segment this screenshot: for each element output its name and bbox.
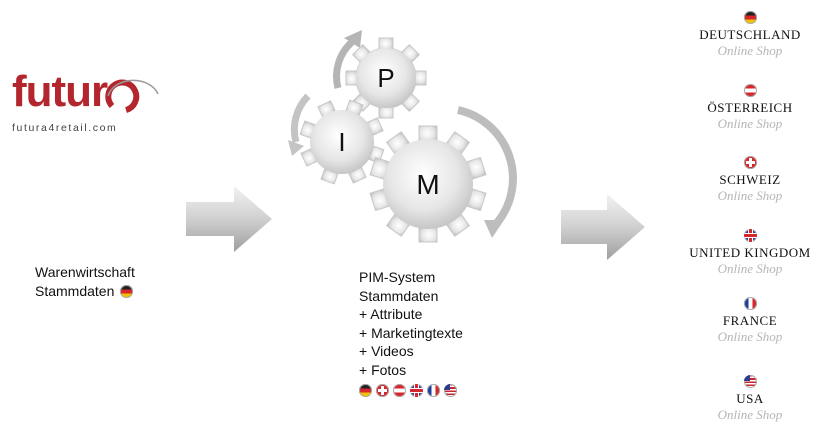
- erp-label: Warenwirtschaft Stammdaten: [35, 263, 135, 301]
- france-flag-icon: [427, 384, 440, 397]
- germany-flag-icon: [359, 384, 372, 397]
- pim-line: + Fotos: [359, 361, 407, 378]
- gear-p-icon: P: [345, 37, 427, 119]
- shop-usa: USA Online Shop: [675, 375, 817, 423]
- shop-france: FRANCE Online Shop: [675, 297, 817, 345]
- shop-switzerland: SCHWEIZ Online Shop: [675, 156, 817, 204]
- futura-logo: futur futura4retail.com: [10, 66, 160, 146]
- shop-country: USA: [736, 391, 764, 406]
- logo-ring-icon: [105, 79, 159, 113]
- gear-i-icon: I: [299, 99, 385, 185]
- gear-p-letter: P: [377, 63, 394, 93]
- germany-flag-icon: [743, 11, 757, 24]
- shop-subtitle: Online Shop: [717, 188, 783, 203]
- uk-flag-icon: [410, 384, 423, 397]
- right-arrow-icon: [561, 194, 645, 260]
- france-flag-icon: [743, 297, 757, 310]
- cycle-arrow-right: [457, 106, 517, 227]
- gear-i-letter: I: [338, 127, 345, 157]
- austria-flag-icon: [393, 384, 406, 397]
- pim-gears-diagram: P I M: [288, 30, 517, 243]
- cycle-arrow-left: [290, 93, 311, 143]
- germany-flag-icon: [120, 285, 134, 298]
- pim-line: PIM-System: [359, 269, 436, 285]
- right-arrow-icon: [186, 186, 272, 252]
- shop-subtitle: Online Shop: [717, 43, 783, 58]
- pim-description: PIM-System Stammdaten + Attribute + Mark…: [359, 268, 463, 379]
- shop-country: SCHWEIZ: [719, 172, 781, 187]
- usa-flag-icon: [743, 375, 757, 388]
- pim-line: + Marketingtexte: [359, 324, 463, 341]
- pim-flag-row: [359, 384, 457, 397]
- gear-m-letter: M: [416, 169, 439, 200]
- switzerland-flag-icon: [376, 384, 389, 397]
- pim-line: Stammdaten: [359, 287, 439, 304]
- shop-austria: ÖSTERREICH Online Shop: [675, 84, 817, 132]
- pim-line: + Attribute: [359, 306, 423, 322]
- erp-line-1: Warenwirtschaft: [35, 264, 135, 280]
- austria-flag-icon: [743, 84, 757, 97]
- usa-flag-icon: [444, 384, 457, 397]
- logo-tagline: futura4retail.com: [12, 122, 118, 134]
- shop-subtitle: Online Shop: [717, 116, 783, 131]
- shop-germany: DEUTSCHLAND Online Shop: [675, 11, 817, 59]
- logo-wordmark: futur: [12, 67, 108, 116]
- gear-m-icon: M: [369, 125, 487, 243]
- shop-subtitle: Online Shop: [717, 329, 783, 344]
- pim-line: + Videos: [359, 343, 414, 359]
- uk-flag-icon: [743, 229, 757, 242]
- shop-united-kingdom: UNITED KINGDOM Online Shop: [675, 229, 817, 277]
- shop-country: ÖSTERREICH: [707, 100, 793, 115]
- switzerland-flag-icon: [743, 156, 757, 169]
- cycle-arrow-top: [333, 39, 355, 89]
- shop-country: DEUTSCHLAND: [699, 27, 801, 42]
- erp-line-2: Stammdaten: [35, 283, 115, 299]
- shop-country: UNITED KINGDOM: [689, 245, 811, 260]
- shop-subtitle: Online Shop: [717, 261, 783, 276]
- shop-country: FRANCE: [722, 313, 778, 328]
- shop-subtitle: Online Shop: [717, 407, 783, 422]
